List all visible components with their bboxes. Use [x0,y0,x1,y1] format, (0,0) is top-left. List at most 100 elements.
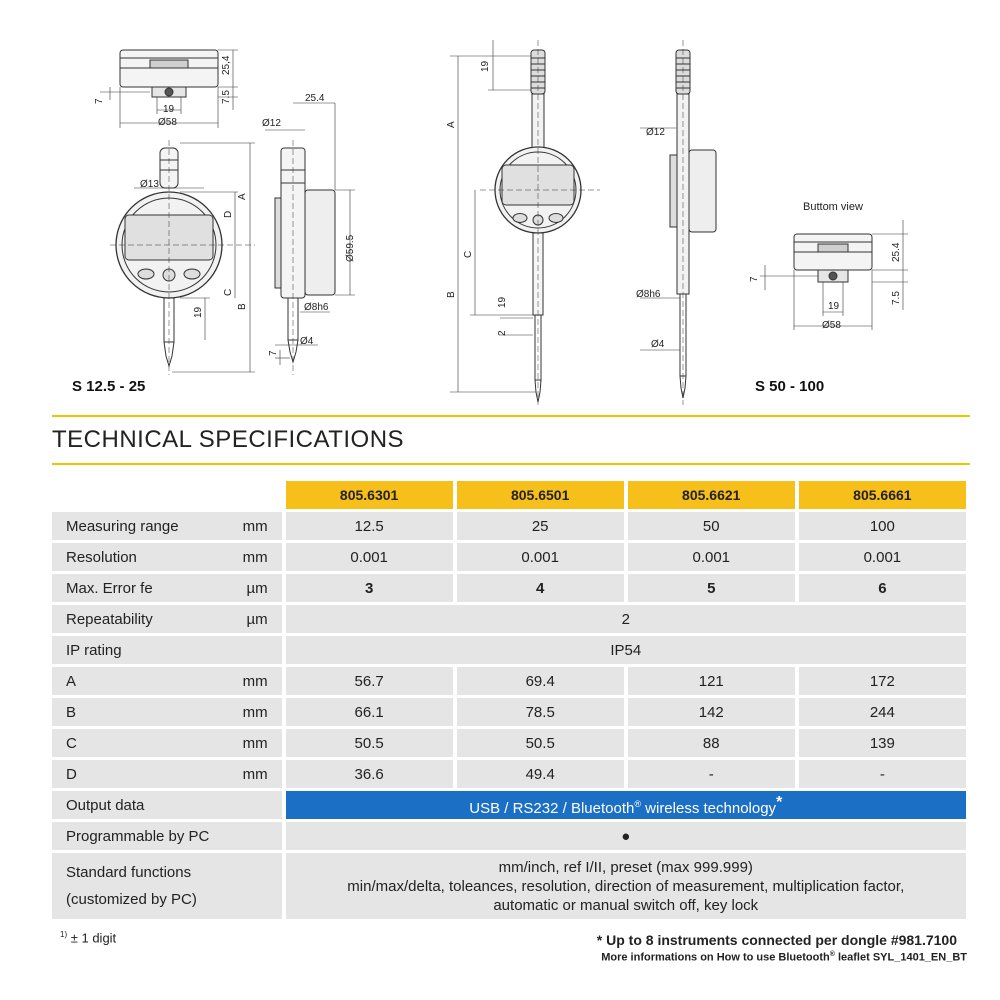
bottom-view-large [760,220,908,330]
caption-large-model: S 50 - 100 [755,378,824,395]
cell-merged: IP54 [285,636,966,664]
top-rule [52,415,970,417]
dim-19-bottom: 19 [828,301,840,312]
row-label: Standard functions (customized by PC) [52,853,282,919]
note-pre: More informations on How to use Bluetoot… [601,951,830,964]
output-data-text: USB / RS232 / Bluetooth [469,799,635,817]
row-repeatability: Repeatability µm 2 [52,605,966,633]
dim-diameter-12-small: Ø12 [262,118,281,129]
dim-19-stem-large: 19 [497,296,508,308]
row-unit: mm [224,667,282,695]
dim-25-4: 25,4 [221,55,232,75]
cell: 56.7 [285,667,453,695]
output-data-banner: USB / RS232 / Bluetooth® wireless techno… [285,791,966,819]
dim-diameter-12-large: Ø12 [646,127,665,138]
dim-7-5-bottom: 7.5 [891,291,902,305]
front-view-small [110,140,255,375]
model-1: 805.6301 [285,481,453,509]
dim-diameter-58: Ø58 [158,117,177,128]
cell: 12.5 [285,512,453,540]
row-label: A [52,667,225,695]
row-label: Resolution [52,543,225,571]
dim-diameter-59-5: Ø59.5 [345,234,356,262]
row-programmable: Programmable by PC ● [52,822,966,850]
dim-diameter-8h6-small: Ø8h6 [304,302,329,313]
cell: 142 [627,698,795,726]
footnote: 1) ± 1 digit [60,930,116,945]
row-label: IP rating [52,636,225,664]
cell: 172 [798,667,966,695]
registered-mark: ® [829,951,835,958]
row-unit: mm [224,729,282,757]
cell: 50 [627,512,795,540]
row-unit: mm [224,760,282,788]
dim-19-large: 19 [480,60,491,72]
dim-D-small: D [223,211,234,218]
dim-7: 7 [94,98,105,104]
cell: 4 [456,574,624,602]
row-label: Measuring range [52,512,225,540]
registered-mark: ® [634,798,641,809]
dim-7-5: 7.5 [221,90,232,104]
dim-7-side: 7 [268,350,279,356]
section-title: TECHNICAL SPECIFICATIONS [52,426,405,453]
dim-B-large: B [446,291,457,298]
row-c: C mm 50.5 50.5 88 139 [52,729,966,757]
top-view-small [100,49,238,128]
row-output-data: Output data USB / RS232 / Bluetooth® wir… [52,791,966,819]
function-line: min/max/delta, toleances, resolution, di… [347,877,905,895]
model-header-row: 805.6301 805.6501 805.6621 805.6661 [52,481,966,509]
dim-C-small: C [223,289,234,296]
row-a: A mm 56.7 69.4 121 172 [52,667,966,695]
model-2: 805.6501 [456,481,624,509]
row-label: D [52,760,225,788]
cell: 3 [285,574,453,602]
bluetooth-leaflet-note: More informations on How to use Bluetoot… [601,951,967,964]
row-unit: µm [224,574,282,602]
label-line: Standard functions [66,864,192,881]
row-ip-rating: IP rating IP54 [52,636,966,664]
row-unit: mm [224,512,282,540]
dim-7-bottom: 7 [749,276,760,282]
row-standard-functions: Standard functions (customized by PC) mm… [52,853,966,919]
bottom-view-label: Buttom view [803,201,863,213]
footnote-marker: 1) [60,930,68,939]
standard-functions-cell: mm/inch, ref I/II, preset (max 999.999) … [285,853,966,919]
caption-small-model: S 12.5 - 25 [72,378,145,395]
side-view-small [265,102,355,375]
dim-25-4-bottom: 25.4 [891,242,902,262]
front-view-large [450,40,600,405]
cell: 69.4 [456,667,624,695]
note-post: leaflet SYL_1401_EN_BT [834,951,967,964]
cell: 244 [798,698,966,726]
cell: - [627,760,795,788]
dim-diameter-4-large: Ø4 [651,339,665,350]
cell: 5 [627,574,795,602]
cell: 6 [798,574,966,602]
row-max-error: Max. Error fe µm 3 4 5 6 [52,574,966,602]
row-unit [224,636,282,664]
dim-diameter-4-small: Ø4 [300,336,314,347]
dim-A-small: A [237,193,248,200]
dim-2: 2 [497,330,508,336]
model-3: 805.6621 [627,481,795,509]
dim-B-small: B [237,303,248,310]
cell: 66.1 [285,698,453,726]
dim-A-large: A [446,121,457,128]
cell: - [798,760,966,788]
cell: 78.5 [456,698,624,726]
dim-19-stem: 19 [193,306,204,318]
dongle-note: * Up to 8 instruments connected per dong… [596,932,957,948]
spec-table: 805.6301 805.6501 805.6621 805.6661 Meas… [52,478,966,922]
row-label: Repeatability [52,605,225,633]
row-label: C [52,729,225,757]
cell: 50.5 [285,729,453,757]
cell: 121 [627,667,795,695]
bottom-rule [52,463,970,465]
row-label: Max. Error fe [52,574,225,602]
dim-diameter-8h6-large: Ø8h6 [636,289,661,300]
row-label: Programmable by PC [52,822,282,850]
cell-merged: 2 [285,605,966,633]
footnote-text: ± 1 digit [67,930,117,946]
output-data-tail: wireless technology [640,799,777,817]
